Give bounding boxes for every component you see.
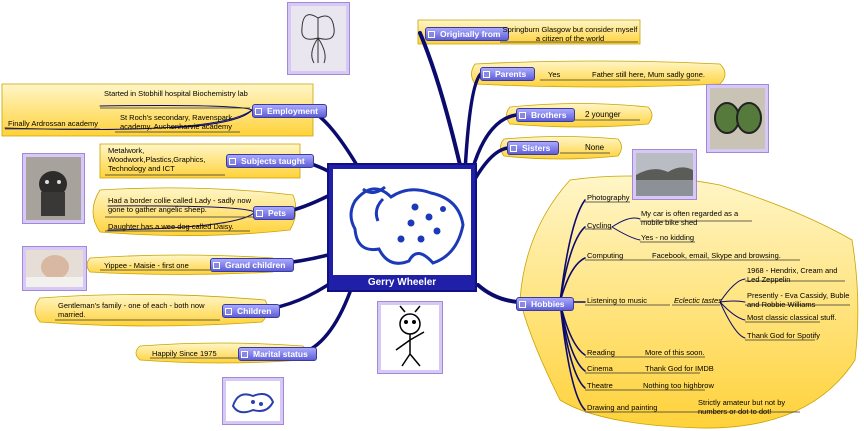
computing-text: Facebook, email, Skype and browsing. — [652, 251, 781, 260]
node-originally-from[interactable]: Originally from — [425, 27, 510, 41]
grand-children-label: Grand children — [225, 260, 286, 270]
pets-item-2: Daughter has a wee dog called Daisy. — [108, 222, 234, 231]
grand-children-text: Yippee - Maisie - first one — [104, 261, 189, 270]
music-sub: Eclectic tastes — [674, 296, 722, 305]
node-employment[interactable]: Employment — [252, 104, 328, 118]
baby-photo — [22, 246, 87, 291]
underlines — [5, 41, 850, 413]
drawing-text: Strictly amateur but not by numbers or d… — [698, 398, 786, 416]
children-text: Gentleman's family - one of each - both … — [58, 301, 205, 319]
hobby-photography[interactable]: Photography — [587, 193, 630, 202]
hobby-music[interactable]: Listening to music — [587, 296, 648, 305]
branches — [4, 31, 746, 411]
music-item-2: Presently - Eva Cassidy, Buble and Robbi… — [747, 291, 850, 309]
hobby-reading[interactable]: Reading — [587, 348, 615, 357]
central-topic[interactable]: Gerry Wheeler — [327, 163, 477, 292]
children-bubble — [34, 294, 269, 327]
employment-item-2: St Roch's secondary, Ravenspark academy,… — [120, 113, 233, 131]
employment-label: Employment — [267, 106, 319, 116]
children-label: Children — [237, 306, 272, 316]
music-item-4: Thank God for Spotify — [747, 331, 820, 340]
theatre-text: Nothing too highbrow — [643, 381, 714, 390]
hobby-cycling[interactable]: Cycling — [587, 221, 612, 230]
node-brothers[interactable]: Brothers — [516, 108, 576, 122]
loch-photo — [632, 149, 697, 200]
brothers-label: Brothers — [531, 110, 567, 120]
central-drawing — [333, 169, 471, 275]
employment-bubble — [1, 83, 314, 137]
hobby-cinema[interactable]: Cinema — [587, 364, 613, 373]
hobby-computing[interactable]: Computing — [587, 251, 624, 260]
node-grand-children[interactable]: Grand children — [210, 258, 295, 272]
dog-photo — [22, 153, 85, 224]
subjects-label: Subjects taught — [241, 156, 305, 166]
central-title: Gerry Wheeler — [367, 277, 437, 288]
earrings-photo — [706, 84, 769, 153]
hobbies-label: Hobbies — [531, 299, 565, 309]
originally-from-label: Originally from — [440, 29, 501, 39]
originally-from-text: Springburn Glasgow but consider myself a… — [502, 25, 638, 43]
brothers-text: 2 younger — [585, 110, 621, 119]
alien-sketch-image — [377, 301, 443, 374]
music-item-1: 1968 - Hendrix, Cream and Led Zeppelin — [747, 266, 838, 284]
parents-text: Father still here, Mum sadly gone. — [592, 70, 705, 79]
node-subjects-taught[interactable]: Subjects taught — [226, 154, 314, 168]
cycling-item-1: My car is often regarded as a mobile bik… — [641, 209, 739, 227]
subjects-bubble — [99, 143, 301, 179]
butterfly-sketch-image — [287, 2, 350, 75]
sisters-text: None — [585, 143, 605, 152]
employment-item-3: Finally Ardrossan academy — [8, 119, 99, 128]
creature-sketch-image — [222, 377, 284, 425]
pets-bubble — [92, 187, 297, 236]
marital-text: Happily Since 1975 — [152, 349, 217, 358]
music-item-3: Most classic classical stuff. — [747, 313, 837, 322]
hobby-theatre[interactable]: Theatre — [587, 381, 613, 390]
subjects-text: Metalwork, Woodwork,Plastics,Graphics, T… — [108, 146, 206, 173]
node-children[interactable]: Children — [222, 304, 281, 318]
parents-sub: Yes — [548, 70, 561, 79]
pets-label: Pets — [268, 208, 286, 218]
node-marital-status[interactable]: Marital status — [238, 347, 317, 361]
reading-text: More of this soon. — [645, 348, 705, 357]
cinema-text: Thank God for IMDB — [645, 364, 714, 373]
node-pets[interactable]: Pets — [253, 206, 295, 220]
node-parents[interactable]: Parents — [480, 67, 536, 81]
bubbles — [1, 19, 859, 429]
node-hobbies[interactable]: Hobbies — [516, 297, 574, 311]
employment-item-1: Started in Stobhill hospital Biochemistr… — [104, 89, 248, 98]
marital-label: Marital status — [253, 349, 308, 359]
parents-label: Parents — [495, 69, 527, 79]
node-sisters[interactable]: Sisters — [507, 141, 560, 155]
hobby-drawing[interactable]: Drawing and painting — [587, 403, 658, 412]
cycling-item-2: Yes - no kidding — [641, 233, 695, 242]
pets-item-1: Had a border collie called Lady - sadly … — [108, 196, 251, 214]
sisters-label: Sisters — [522, 143, 551, 153]
